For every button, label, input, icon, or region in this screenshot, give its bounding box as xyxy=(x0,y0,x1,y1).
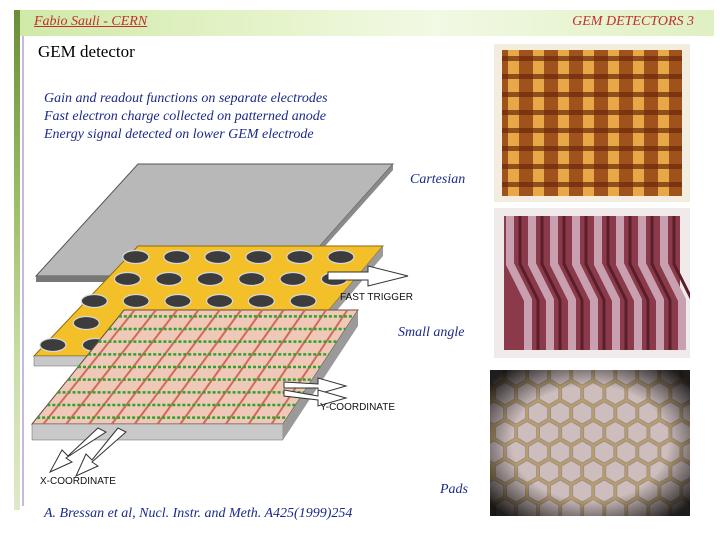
small-angle-strip xyxy=(638,216,664,350)
cartesian-strip-vertical xyxy=(533,50,544,196)
cartesian-strip-vertical xyxy=(583,50,594,196)
author-label: Fabio Sauli - CERN xyxy=(34,14,148,29)
cartesian-strip-vertical xyxy=(658,50,669,196)
small-angle-strip xyxy=(550,216,576,350)
cartesian-strip-vertical xyxy=(508,50,519,196)
cartesian-strip-horizontal xyxy=(502,146,682,151)
small-angle-gap xyxy=(584,216,606,350)
small-angle-strip xyxy=(660,216,686,350)
cartesian-strip-horizontal xyxy=(502,182,682,187)
gem-hole xyxy=(122,249,150,265)
small-angle-strip xyxy=(594,216,620,350)
cartesian-strip-horizontal xyxy=(502,128,682,133)
gem-hole xyxy=(39,337,67,353)
bullet-item: Gain and readout functions on separate e… xyxy=(44,91,328,106)
gem-hole xyxy=(80,293,108,309)
cartesian-strip-horizontal xyxy=(502,56,682,61)
cartesian-strip-vertical xyxy=(633,50,644,196)
left-accent-bar xyxy=(14,10,20,510)
bullet-item: Energy signal detected on lower GEM elec… xyxy=(44,127,314,142)
gem-hole xyxy=(206,293,234,309)
gem-hole xyxy=(245,249,273,265)
small-angle-strip xyxy=(572,216,598,350)
small-angle-label: Small angle xyxy=(398,325,465,340)
gem-hole xyxy=(72,315,100,331)
gem-hole xyxy=(163,249,191,265)
gem-detector-diagram: FAST TRIGGER Y-COORDINATE X-COORDINATE xyxy=(30,163,413,487)
cartesian-photo xyxy=(494,44,690,202)
small-angle-gap xyxy=(540,216,562,350)
cartesian-strip-vertical xyxy=(608,50,619,196)
gem-hole xyxy=(279,271,307,287)
small-angle-gap xyxy=(628,216,650,350)
left-accent-line xyxy=(22,36,24,506)
bullet-item: Fast electron charge collected on patter… xyxy=(44,109,326,124)
cartesian-strip-vertical xyxy=(558,50,569,196)
page-title: GEM detector xyxy=(38,42,135,61)
small-angle-strip xyxy=(616,216,642,350)
gem-hole xyxy=(122,293,150,309)
small-angle-strip xyxy=(506,216,532,350)
header-bar xyxy=(14,10,714,36)
cartesian-label: Cartesian xyxy=(410,172,466,187)
gem-hole xyxy=(113,271,142,287)
cartesian-strip-horizontal xyxy=(502,74,682,79)
bullet-list: Gain and readout functions on separate e… xyxy=(44,90,328,144)
small-angle-gap xyxy=(650,216,672,350)
y-coordinate-arrows xyxy=(283,377,348,407)
gem-hole xyxy=(286,249,314,265)
slide-label: GEM DETECTORS 3 xyxy=(572,14,694,29)
small-angle-photo xyxy=(494,208,690,358)
gem-hole xyxy=(164,293,192,309)
small-angle-gap xyxy=(518,216,540,350)
gem-hole xyxy=(238,271,266,287)
cartesian-strip-horizontal xyxy=(502,164,682,169)
y-coordinate-label: Y-COORDINATE xyxy=(320,402,395,413)
x-coordinate-arrows xyxy=(48,427,127,478)
gem-hole xyxy=(247,293,275,309)
x-coordinate-label: X-COORDINATE xyxy=(40,476,116,487)
pads-photo xyxy=(490,370,690,516)
small-angle-gap xyxy=(562,216,584,350)
gem-hole xyxy=(196,271,224,287)
gem-hole xyxy=(155,271,183,287)
gem-hole xyxy=(289,293,317,309)
reference-citation: A. Bressan et al, Nucl. Instr. and Meth.… xyxy=(44,506,353,521)
gem-hole xyxy=(327,249,355,265)
pads-label: Pads xyxy=(440,482,468,497)
cartesian-strip-horizontal xyxy=(502,92,682,97)
small-angle-strip xyxy=(528,216,554,350)
cartesian-strip-horizontal xyxy=(502,110,682,115)
gem-hole xyxy=(204,249,232,265)
fast-trigger-arrow xyxy=(327,265,409,287)
small-angle-gap xyxy=(606,216,628,350)
fast-trigger-label: FAST TRIGGER xyxy=(340,292,413,303)
small-angle-gap xyxy=(672,216,690,300)
x-strip xyxy=(247,309,327,425)
